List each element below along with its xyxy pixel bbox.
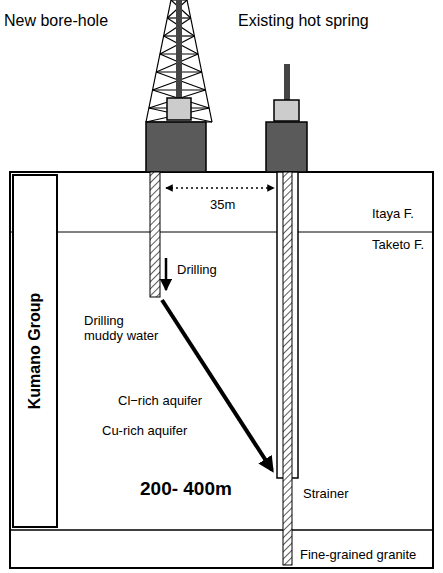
depth-label: 200- 400m — [140, 478, 232, 500]
well-title: Existing hot spring — [238, 12, 369, 30]
formation-name: Fine-grained granite — [300, 548, 416, 563]
spring-base — [266, 122, 307, 172]
process-label: Drilling — [177, 263, 217, 278]
drill-head — [167, 98, 191, 120]
drill-pipe — [176, 0, 182, 100]
flow-label: Drilling muddy water — [84, 314, 164, 344]
mud-flow-arrow — [162, 300, 272, 470]
part-label: Strainer — [303, 487, 349, 502]
dimension-label: 35m — [210, 198, 235, 213]
rock-group-band: Kumano Group — [12, 174, 58, 528]
well-bore — [283, 172, 292, 565]
spring-pipe — [284, 64, 290, 100]
formation-boundary — [10, 232, 433, 233]
formation-name: Taketo F. — [372, 238, 424, 253]
drilling-arrow — [165, 258, 168, 290]
drill-base — [146, 122, 206, 172]
drilling-derrick — [146, 0, 212, 122]
granite-boundary — [10, 529, 433, 531]
aquifer-label: Cl−rich aquifer — [118, 394, 202, 409]
well-title: New bore-hole — [4, 12, 108, 30]
group-name: Kumano Group — [26, 293, 44, 409]
new-bore — [150, 172, 160, 297]
aquifer-label: Cu-rich aquifer — [102, 424, 187, 439]
spring-head — [274, 100, 299, 121]
ground-section — [10, 172, 433, 568]
distance-dimension — [166, 187, 274, 189]
formation-name: Itaya F. — [372, 207, 414, 222]
